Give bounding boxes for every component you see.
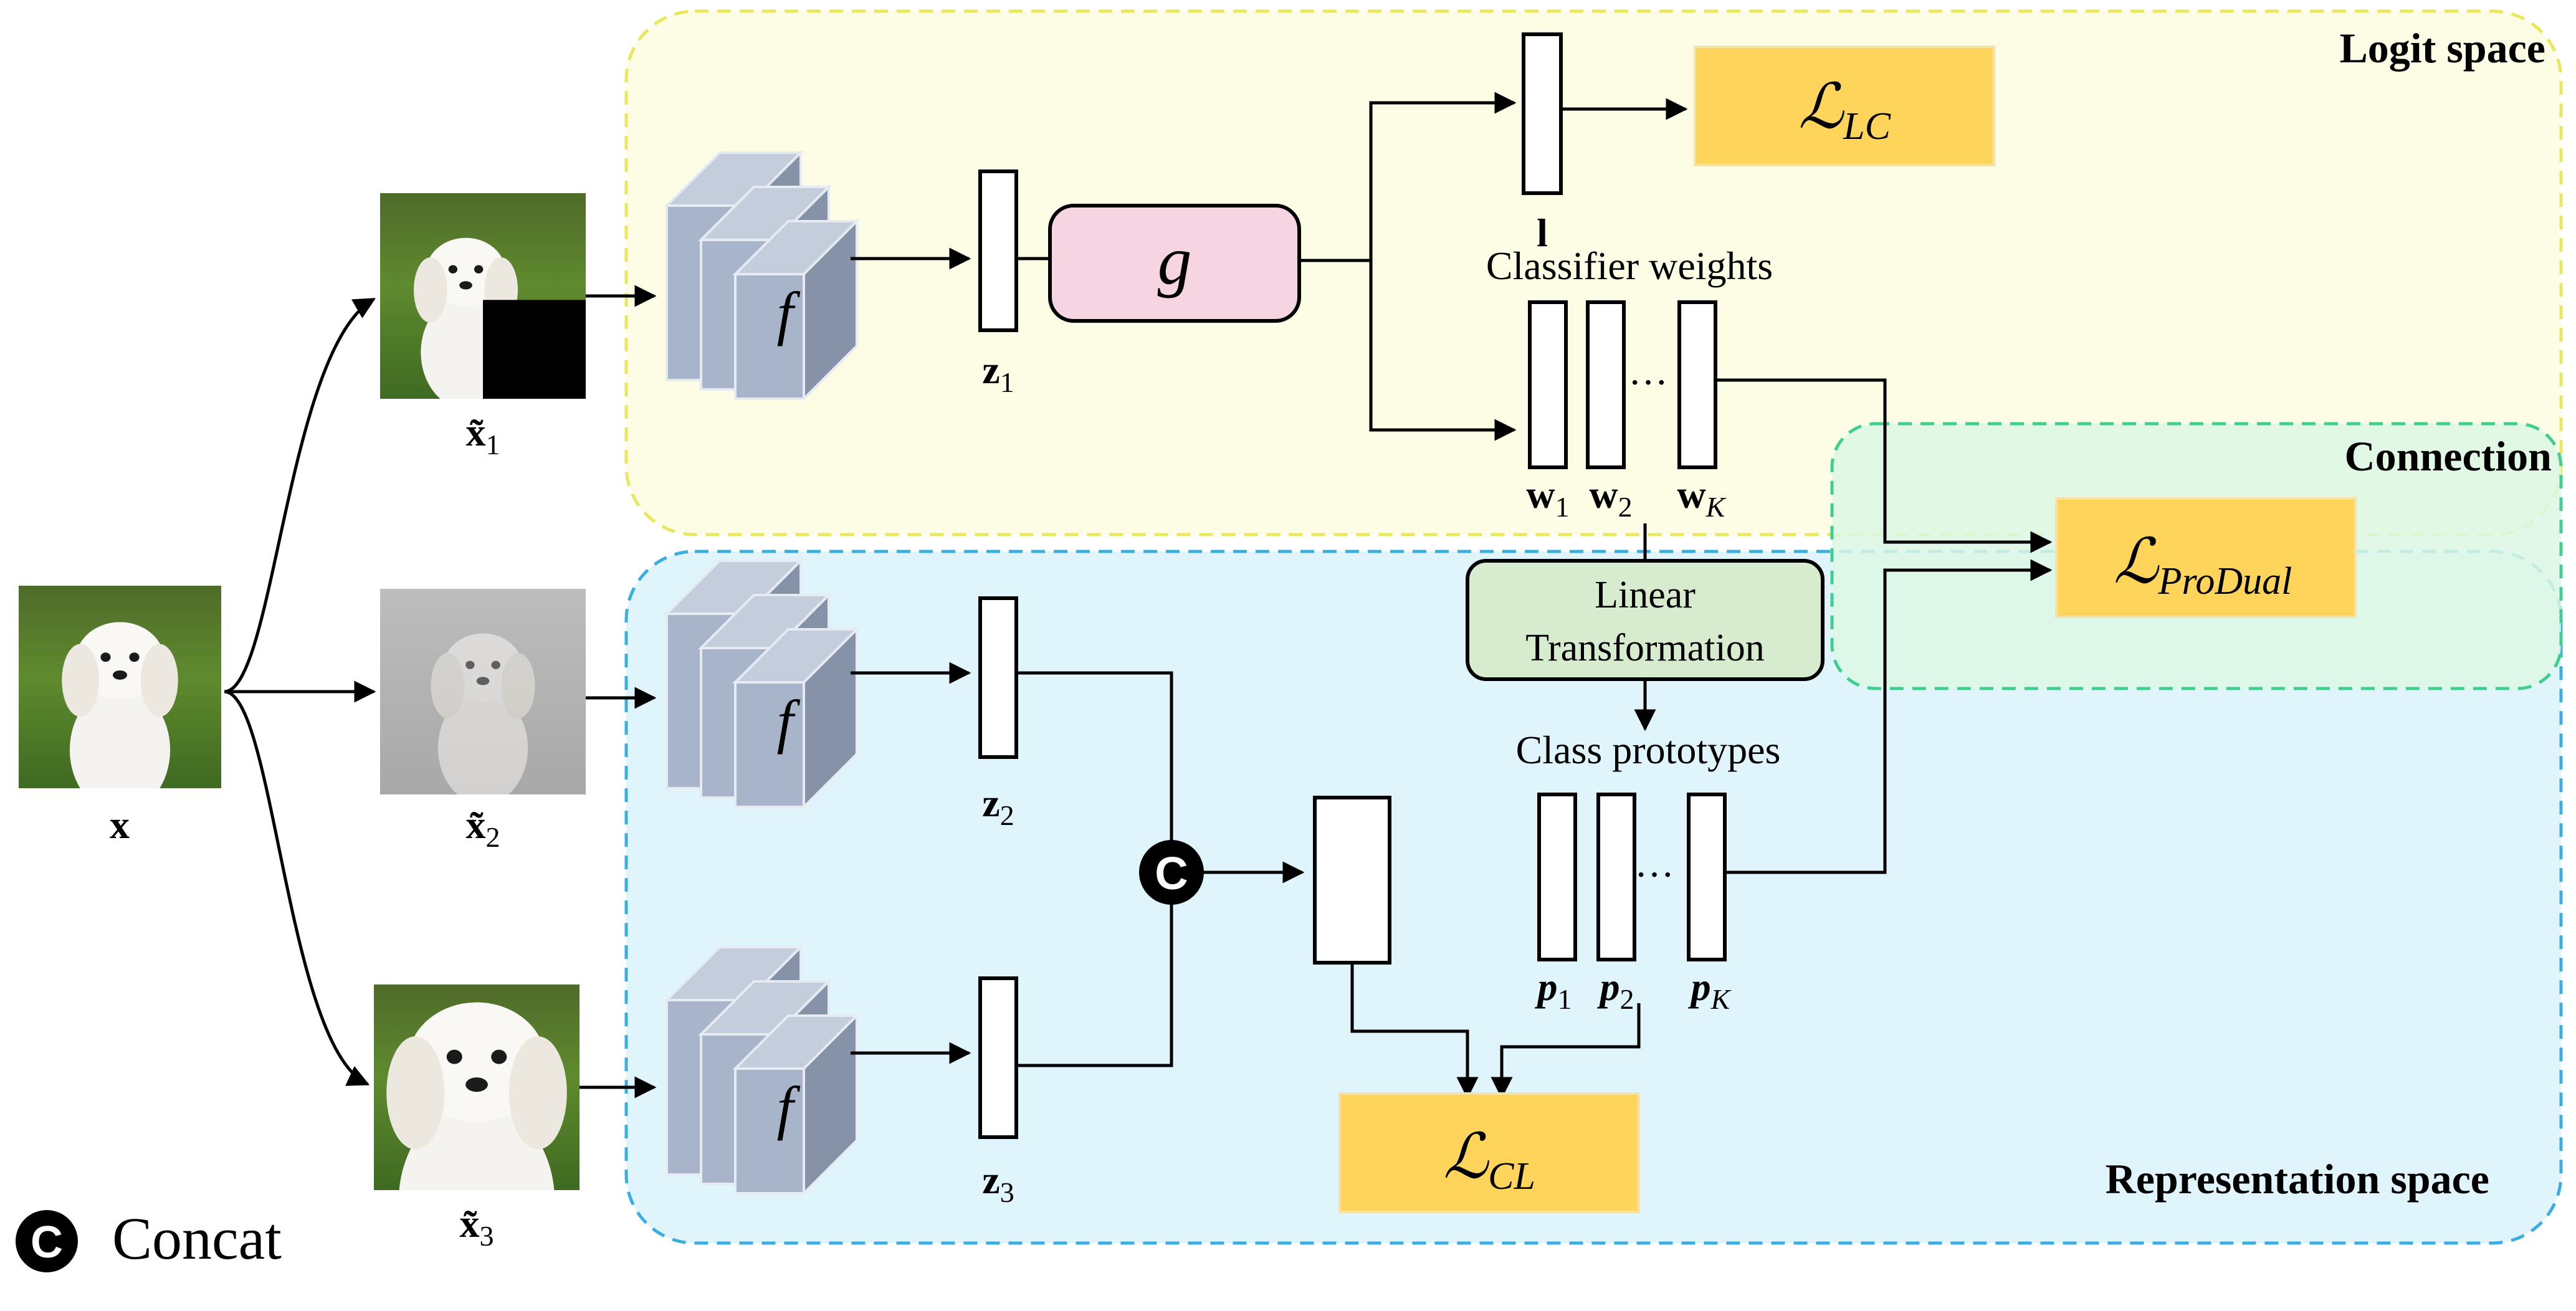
- projection-head-g: [1048, 204, 1301, 323]
- prototypes-ellipsis: ···: [1634, 852, 1674, 897]
- loss-produal-box: [2055, 497, 2357, 618]
- input-image-x3-cropped: [374, 984, 580, 1190]
- encoder-slab-front: [734, 681, 805, 808]
- p1-label: p1: [1535, 965, 1572, 1015]
- logit-space-label: Logit space: [2339, 24, 2545, 72]
- legend-concat-icon: [16, 1210, 78, 1272]
- encoder-slab-side: [803, 218, 858, 402]
- x2-label: x̃2: [466, 803, 500, 853]
- prototype-vector-p2: [1596, 793, 1636, 961]
- encoder-f-3: f: [664, 944, 860, 1196]
- loss-cl-label: ℒCL: [1443, 1122, 1535, 1198]
- w1-label: w1: [1526, 472, 1569, 523]
- representation-space-label: Representation space: [2106, 1155, 2489, 1203]
- weights-ellipsis: ···: [1628, 360, 1668, 404]
- concat-to-lcl-arrow: [1350, 963, 1479, 1099]
- l-label: l: [1537, 211, 1548, 255]
- prototype-vector-pK: [1687, 793, 1727, 961]
- prototype-vector-p1: [1537, 793, 1577, 961]
- pK-label: pK: [1688, 965, 1732, 1015]
- concatenated-feature-vector: [1313, 796, 1391, 965]
- input-image-x: [19, 586, 221, 788]
- loss-produal-label: ℒProDual: [2114, 527, 2292, 603]
- encoder-slab-front: [734, 1067, 805, 1194]
- image-to-encoder-arrows: [580, 285, 657, 1099]
- linear-line2: Transformation: [1525, 627, 1764, 669]
- loss-lc-label: ℒLC: [1798, 72, 1891, 148]
- logit-vector-l: [1522, 32, 1563, 195]
- prototypes-to-lcl-arrow: [1491, 1003, 1641, 1099]
- wK-label: wK: [1677, 472, 1727, 523]
- weights-to-produal-arrow: [1715, 378, 2053, 553]
- g-output-arrows: [1299, 92, 1517, 441]
- encoder-f-1: f: [664, 150, 860, 402]
- encoder-slab-front: [734, 273, 805, 400]
- legend-concat-label: Concat: [112, 1205, 282, 1272]
- encoder-slab-side: [803, 626, 858, 810]
- connection-label: Connection: [2345, 432, 2552, 480]
- x-label: x: [110, 803, 130, 847]
- legend-concat-icon-symbol: C: [31, 1218, 63, 1267]
- classifier-weights-title: Classifier weights: [1486, 244, 1773, 288]
- logit-space-region: [624, 9, 2563, 536]
- classifier-weights-group: ···: [1528, 300, 1717, 469]
- input-image-x1-masked: [380, 193, 586, 399]
- p2-label: p2: [1597, 965, 1634, 1015]
- x1-label: x̃1: [466, 410, 500, 460]
- prototypes-to-produal-arrow: [1725, 559, 2053, 874]
- z2-label: z2: [982, 781, 1014, 831]
- x3-label: x̃3: [460, 1201, 494, 1252]
- feature-vector-z2: [978, 596, 1018, 759]
- loss-lc-box: [1694, 45, 1995, 166]
- class-prototypes-group: ···: [1537, 793, 1727, 961]
- z3-label: z3: [982, 1158, 1014, 1208]
- weight-vector-w1: [1528, 300, 1568, 469]
- feature-vector-z1: [978, 169, 1018, 332]
- weight-vector-wK: [1677, 300, 1717, 469]
- g-label: g: [1158, 222, 1192, 298]
- encoder-slab-side: [803, 1013, 858, 1196]
- encoder-to-feature-arrows: [851, 247, 971, 1064]
- encoder-f-2: f: [664, 558, 860, 810]
- input-image-x2-faded: [380, 589, 586, 794]
- concat-node: [1139, 840, 1204, 905]
- w2-label: w2: [1589, 472, 1632, 523]
- z1-label: z1: [982, 348, 1014, 398]
- concat-node-symbol: C: [1155, 847, 1188, 899]
- linear-line1: Linear: [1595, 574, 1696, 616]
- representation-space-region: [624, 550, 2563, 1245]
- loss-cl-box: [1338, 1092, 1640, 1213]
- augmentation-arrows: [224, 297, 376, 1086]
- weight-vector-w2: [1586, 300, 1626, 469]
- feature-vector-z3: [978, 976, 1018, 1139]
- class-prototypes-title: Class prototypes: [1516, 728, 1781, 772]
